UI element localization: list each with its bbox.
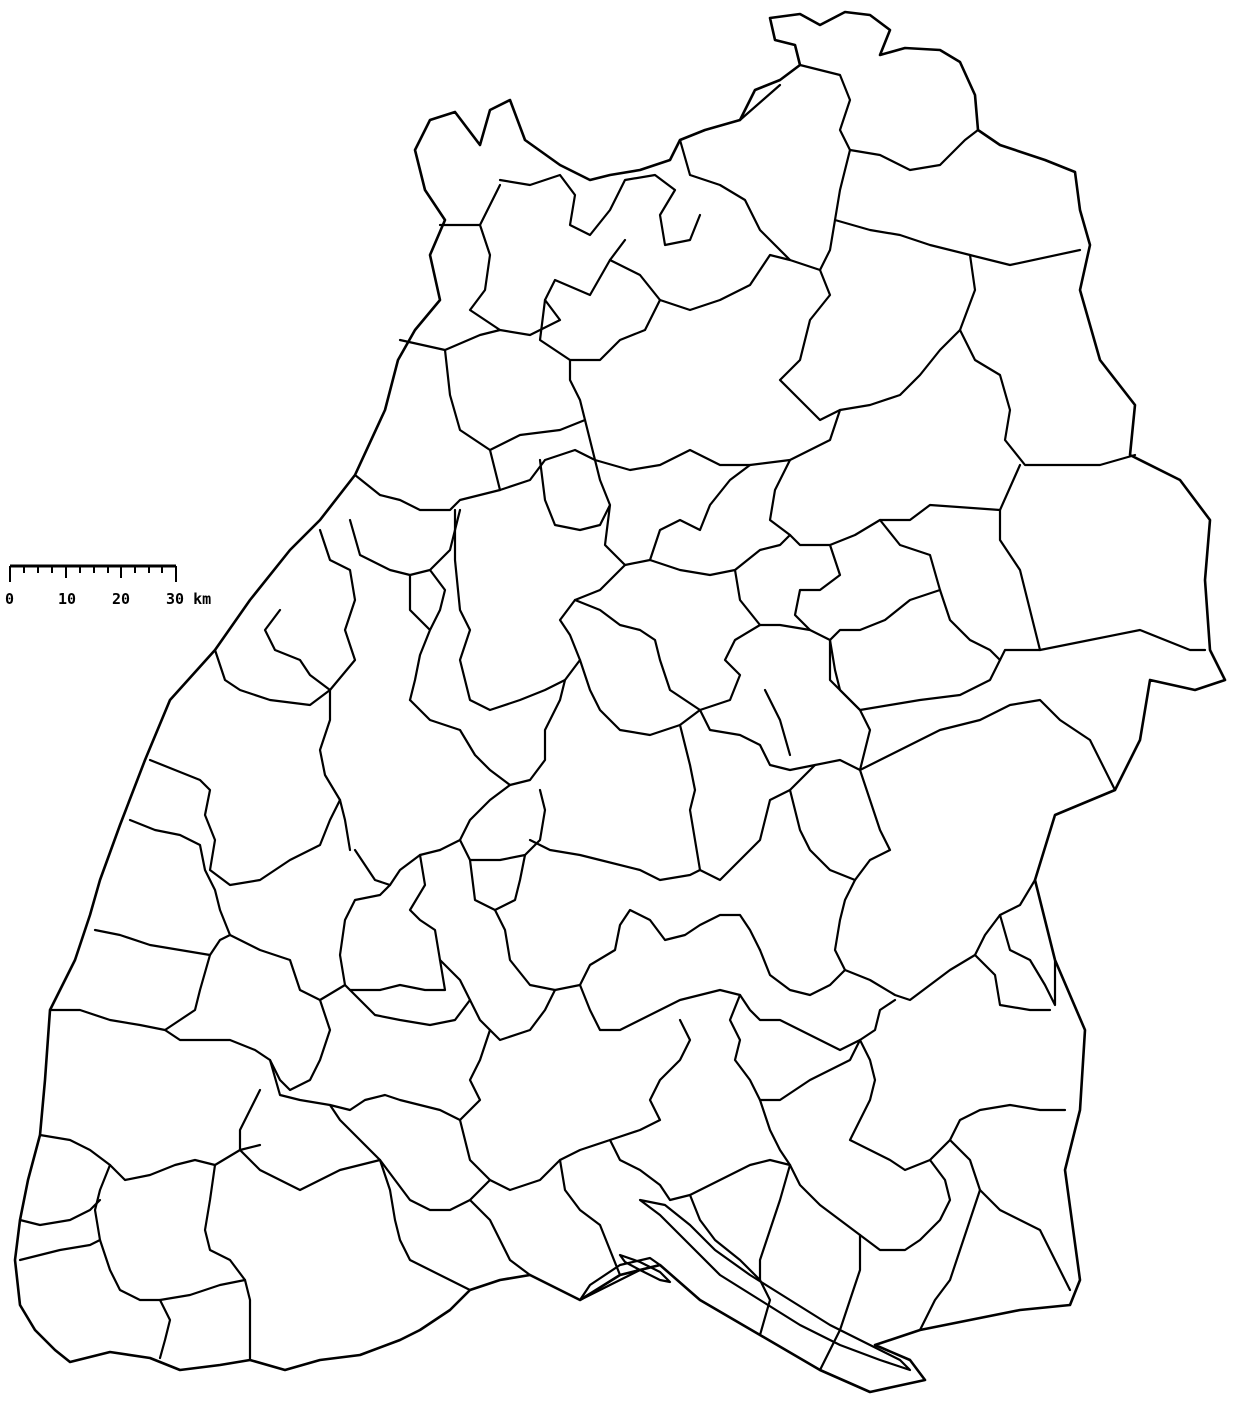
scale-label-30-km: 30 km xyxy=(166,590,211,608)
state-outline xyxy=(13,10,1227,1394)
lake-lower xyxy=(578,1256,662,1302)
district-borders xyxy=(18,63,1207,1372)
scale-label-10: 10 xyxy=(58,590,76,608)
scale-label-0: 0 xyxy=(5,590,14,608)
island xyxy=(618,1253,672,1284)
scale-label-20: 20 xyxy=(112,590,130,608)
scale-bar: 0 10 20 30 km xyxy=(5,564,211,608)
lake xyxy=(638,1198,912,1372)
